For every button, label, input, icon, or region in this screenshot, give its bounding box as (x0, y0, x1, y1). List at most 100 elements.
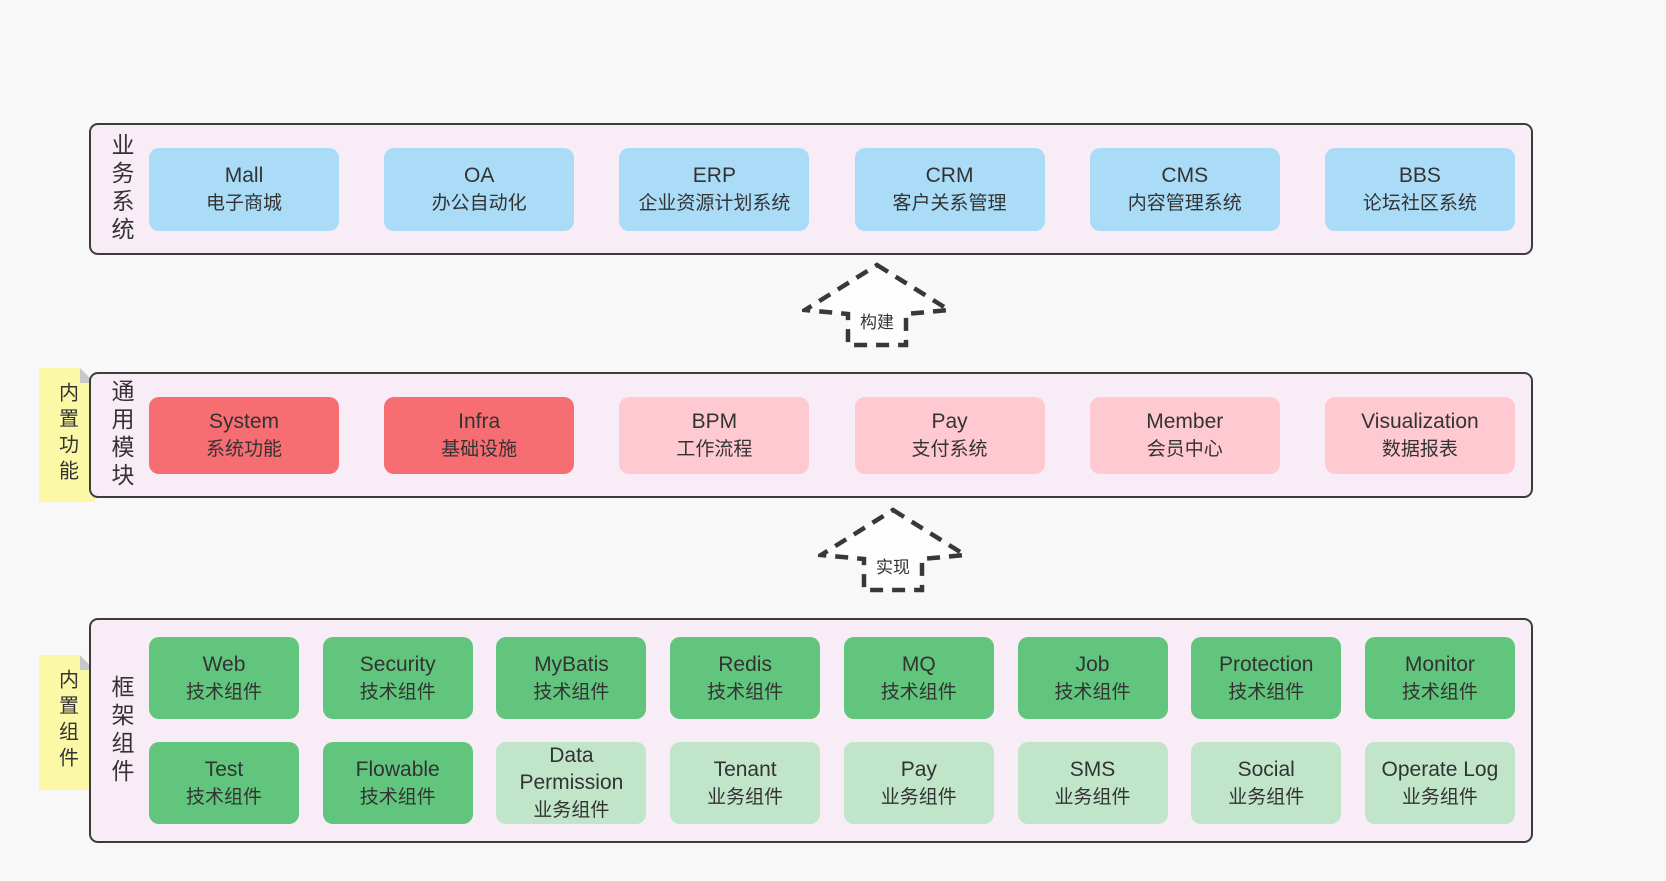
box-title: Flowable (355, 757, 440, 781)
box-title: MQ (901, 652, 936, 676)
box-subtitle: 技术组件 (707, 681, 784, 703)
box-redis: Redis 技术组件 (670, 637, 821, 719)
box-title: Visualization (1361, 409, 1479, 433)
box-social: Social 业务组件 (1191, 742, 1342, 824)
box-title: CMS (1161, 163, 1209, 187)
box-subtitle: 技术组件 (880, 681, 957, 703)
build-arrow: 构建 (802, 262, 952, 348)
box-title: BPM (691, 409, 738, 433)
box-flowable: Flowable 技术组件 (322, 742, 473, 824)
box-title: Data Permission (519, 744, 624, 794)
common-modules-boxes: System 系统功能 Infra 基础设施 BPM 工作流程 Pay 支付系统… (149, 396, 1515, 474)
box-subtitle: 技术组件 (1054, 681, 1131, 703)
box-infra: Infra 基础设施 (384, 396, 575, 474)
framework-components-row-1: Web 技术组件 Security 技术组件 MyBatis 技术组件 Redi… (149, 637, 1515, 719)
box-subtitle: 内容管理系统 (1127, 192, 1242, 214)
box-mybatis: MyBatis 技术组件 (496, 637, 647, 719)
box-cms: CMS 内容管理系统 (1089, 147, 1280, 231)
box-security: Security 技术组件 (322, 637, 473, 719)
box-subtitle: 技术组件 (1228, 681, 1305, 703)
box-mall: Mall 电子商城 (149, 147, 339, 231)
box-subtitle: 技术组件 (359, 681, 436, 703)
band-label-common-modules: 通用模块 (99, 379, 143, 491)
box-title: Test (204, 757, 244, 781)
box-subtitle: 数据报表 (1381, 438, 1458, 460)
band-label-text: 框架组件 (108, 674, 134, 787)
box-bbs: BBS 论坛社区系统 (1324, 147, 1515, 231)
sticky-note-builtin-features: 内置功能 (39, 368, 95, 502)
box-subtitle: 会员中心 (1146, 438, 1223, 460)
dashed-up-arrow-icon (802, 262, 952, 348)
box-subtitle: 业务组件 (1054, 786, 1131, 808)
sticky-note-text: 内置组件 (55, 669, 78, 773)
box-test: Test 技术组件 (149, 742, 299, 824)
band-label-business-systems: 业务系统 (99, 133, 143, 245)
box-subtitle: 业务组件 (707, 786, 784, 808)
implement-arrow: 实现 (818, 507, 968, 593)
box-subtitle: 支付系统 (911, 438, 988, 460)
band-label-framework-components: 框架组件 (99, 675, 143, 787)
box-subtitle: 业务组件 (533, 799, 610, 821)
box-title: Tenant (713, 757, 777, 781)
band-framework-components: 框架组件 Web 技术组件 Security 技术组件 MyBatis 技术组件… (89, 618, 1533, 843)
band-common-modules: 通用模块 System 系统功能 Infra 基础设施 BPM 工作流程 Pay… (89, 372, 1533, 498)
arrow-label: 构建 (857, 308, 897, 333)
box-subtitle: 业务组件 (1228, 786, 1305, 808)
box-title: Pay (900, 757, 937, 781)
box-subtitle: 技术组件 (185, 681, 262, 703)
box-mq: MQ 技术组件 (843, 637, 994, 719)
box-title: MyBatis (534, 652, 609, 676)
framework-components-rows: Web 技术组件 Security 技术组件 MyBatis 技术组件 Redi… (149, 637, 1515, 824)
box-subtitle: 办公自动化 (431, 192, 527, 214)
box-title: ERP (692, 163, 736, 187)
box-title: Web (202, 652, 246, 676)
band-label-text: 业务系统 (108, 133, 134, 245)
box-monitor: Monitor 技术组件 (1364, 637, 1515, 719)
box-subtitle: 技术组件 (359, 786, 436, 808)
box-subtitle: 电子商城 (205, 192, 282, 214)
box-visualization: Visualization 数据报表 (1324, 396, 1515, 474)
box-subtitle: 基础设施 (441, 438, 518, 460)
box-operate-log: Operate Log 业务组件 (1364, 742, 1515, 824)
box-title: Infra (458, 409, 501, 433)
box-crm: CRM 客户关系管理 (854, 147, 1045, 231)
box-protection: Protection 技术组件 (1191, 637, 1342, 719)
box-title: Social (1237, 757, 1295, 781)
box-title: Security (359, 652, 436, 676)
box-bpm: BPM 工作流程 (619, 396, 810, 474)
box-title: Job (1075, 652, 1110, 676)
box-subtitle: 业务组件 (880, 786, 957, 808)
box-subtitle: 业务组件 (1401, 786, 1478, 808)
arrow-label: 实现 (873, 553, 913, 578)
box-title: System (208, 409, 279, 433)
box-title: OA (464, 163, 495, 187)
box-subtitle: 工作流程 (676, 438, 753, 460)
sticky-note-builtin-components: 内置组件 (39, 655, 95, 790)
box-title: BBS (1398, 163, 1441, 187)
sticky-note-text: 内置功能 (55, 382, 78, 486)
box-data-permission: Data Permission 业务组件 (496, 742, 647, 824)
box-title: Protection (1218, 652, 1314, 676)
box-title: CRM (925, 163, 974, 187)
box-subtitle: 系统功能 (205, 438, 282, 460)
box-title: Redis (718, 652, 772, 676)
box-subtitle: 技术组件 (1401, 681, 1478, 703)
box-subtitle: 企业资源计划系统 (638, 192, 791, 214)
box-sms: SMS 业务组件 (1017, 742, 1168, 824)
box-system: System 系统功能 (149, 396, 339, 474)
box-subtitle: 技术组件 (185, 786, 262, 808)
box-title: Member (1146, 409, 1224, 433)
business-systems-boxes: Mall 电子商城 OA 办公自动化 ERP 企业资源计划系统 CRM 客户关系… (149, 147, 1515, 231)
box-title: Mall (224, 163, 264, 187)
band-label-text: 通用模块 (108, 379, 134, 491)
box-title: Pay (931, 409, 968, 433)
box-tenant: Tenant 业务组件 (670, 742, 821, 824)
framework-components-row-2: Test 技术组件 Flowable 技术组件 Data Permission … (149, 742, 1515, 824)
box-subtitle: 论坛社区系统 (1362, 192, 1477, 214)
box-title: SMS (1069, 757, 1116, 781)
dashed-up-arrow-icon (818, 507, 968, 593)
box-job: Job 技术组件 (1017, 637, 1168, 719)
box-title: Monitor (1404, 652, 1475, 676)
box-pay-component: Pay 业务组件 (843, 742, 994, 824)
